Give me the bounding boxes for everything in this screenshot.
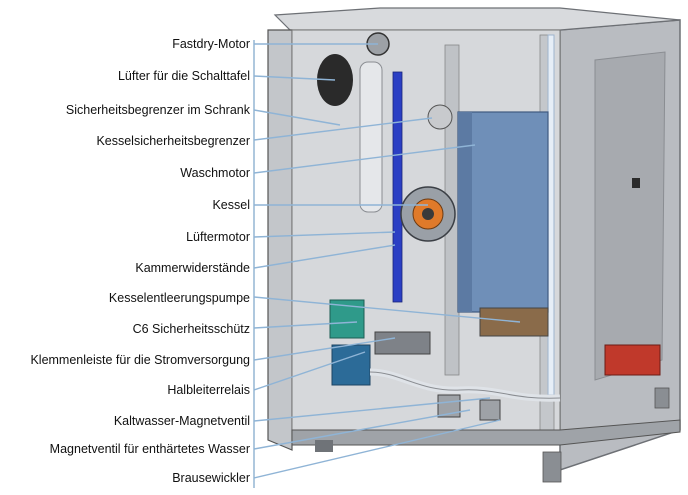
cylinder [359, 61, 383, 213]
valve [437, 394, 461, 418]
label-wash-motor: Waschmotor [180, 166, 250, 180]
foot [315, 440, 333, 452]
valve [479, 399, 501, 421]
cabinet-left-panel [267, 29, 293, 451]
foot [542, 451, 562, 483]
leader-cold-water-valve [253, 397, 491, 422]
label-drain-pump: Kesselentleerungspumpe [108, 291, 250, 305]
label-softened-water-valve: Magnetventil für enthärtetes Wasser [49, 442, 250, 456]
label-panel-fan: Lüfter für die Schalttafel [117, 69, 250, 83]
leader-safety-contactor [253, 321, 358, 329]
leader-panel-fan [253, 75, 336, 81]
leader-semiconductor-relay [253, 351, 366, 391]
terminal-block [374, 331, 431, 355]
boiler-shade [458, 112, 472, 312]
foot [654, 387, 670, 409]
leader-fan-motor [253, 231, 396, 238]
leader-softened-water-valve [253, 409, 471, 450]
label-terminal-block: Klemmenleiste für die Stromversorgung [30, 353, 250, 367]
blue-rod [392, 71, 403, 303]
leader-lines [253, 43, 521, 479]
contactor [331, 344, 371, 386]
leader-boiler-limiter [253, 117, 433, 141]
base-frame [291, 419, 681, 446]
water-tube [547, 34, 555, 396]
leader-cabinet-limiter [253, 109, 341, 126]
label-cabinet-limiter: Sicherheitsbegrenzer im Schrank [65, 103, 250, 117]
leader-shower-rewinder [253, 419, 501, 479]
water-pipe-outline [369, 371, 561, 399]
label-boiler-limiter: Kesselsicherheitsbegrenzer [96, 134, 250, 148]
label-semiconductor-relay: Halbleiterrelais [167, 383, 250, 397]
label-boiler: Kessel [212, 198, 250, 212]
wash-motor-hub [422, 208, 434, 220]
label-chamber-resistors: Kammerwiderstände [135, 261, 250, 275]
heating-unit [604, 344, 661, 376]
leader-drain-pump [253, 296, 521, 323]
leader-wash-motor [253, 144, 476, 174]
label-fastdry-motor: Fastdry-Motor [172, 37, 250, 51]
cabinet-right-panel-inner [594, 51, 666, 381]
leader-terminal-block [253, 337, 396, 361]
panel-handle [632, 178, 640, 188]
leader-chamber-resistors [253, 244, 396, 269]
label-shower-rewinder: Brausewickler [172, 471, 250, 485]
label-safety-contactor: C6 Sicherheitsschütz [132, 322, 250, 336]
gear [427, 104, 453, 130]
label-fan-motor: Lüftermotor [186, 230, 250, 244]
label-cold-water-valve: Kaltwasser-Magnetventil [113, 414, 250, 428]
